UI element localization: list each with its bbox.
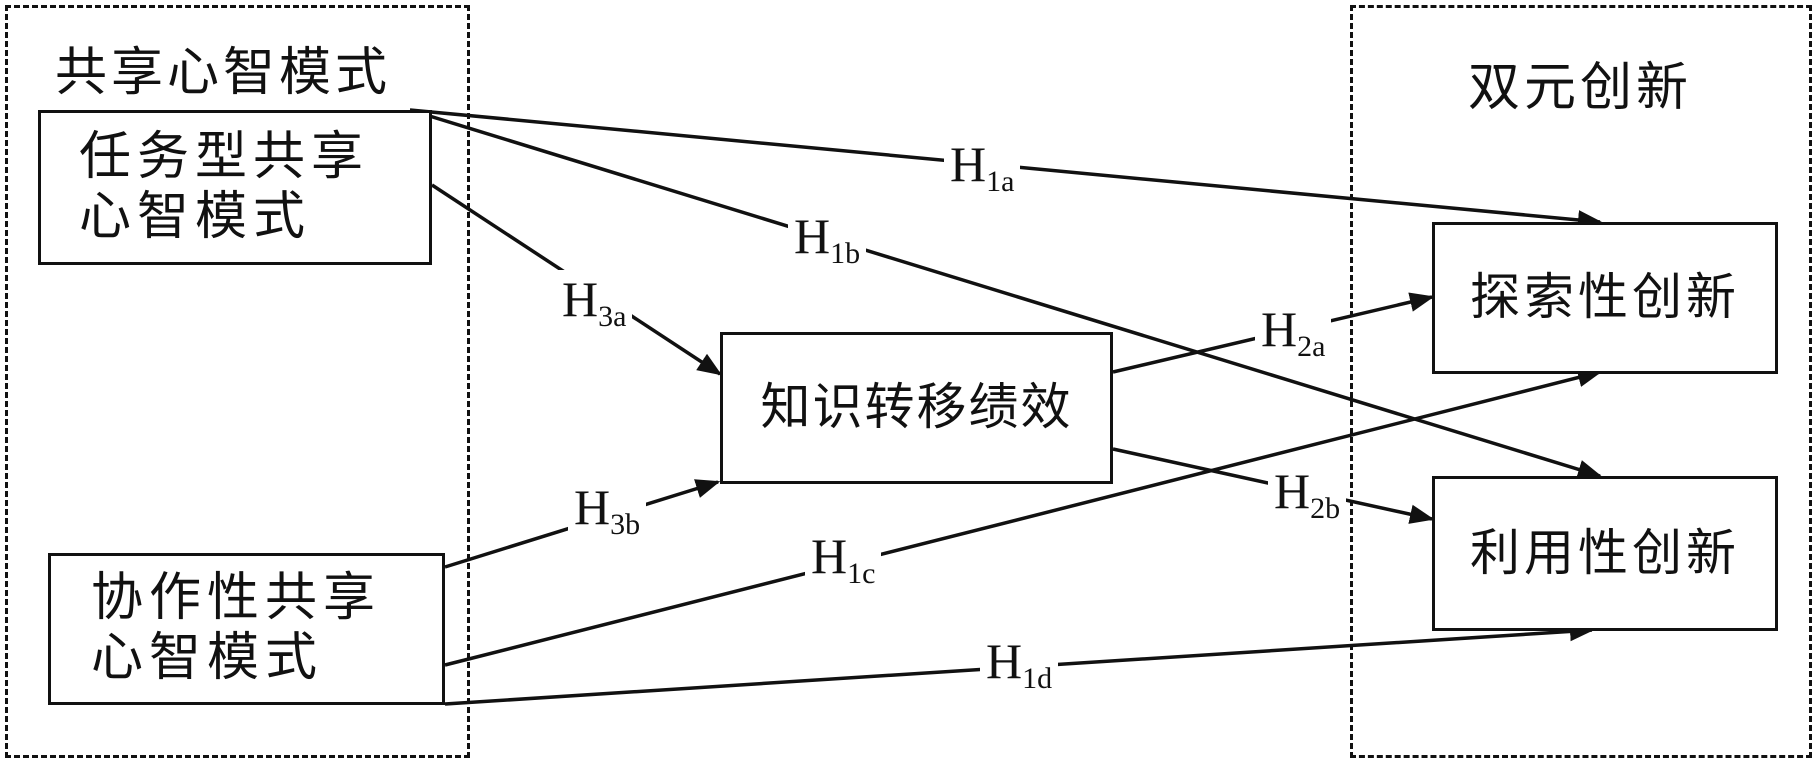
ambidextrous-innovation-group xyxy=(1350,5,1812,758)
edge-h1c xyxy=(444,367,1603,667)
node-kt-label: 知识转移绩效 xyxy=(760,378,1073,437)
label-h1b: H1b xyxy=(788,207,867,271)
label-h1a: H1a xyxy=(944,135,1021,199)
node-task-shared-mental-model: 任务型共享 心智模式 xyxy=(38,110,432,265)
label-h3a: H3a xyxy=(556,270,633,334)
node-exploit-label: 利用性创新 xyxy=(1470,523,1740,582)
node-explore-label: 探索性创新 xyxy=(1470,268,1740,327)
node-exploitative-innovation: 利用性创新 xyxy=(1432,476,1778,631)
right-group-title: 双元创新 xyxy=(1468,58,1693,118)
shared-mental-model-group xyxy=(5,5,470,758)
label-h2b: H2b xyxy=(1268,462,1347,526)
node-knowledge-transfer-performance: 知识转移绩效 xyxy=(720,332,1113,484)
node-exploratory-innovation: 探索性创新 xyxy=(1432,222,1778,374)
label-h3b: H3b xyxy=(568,478,647,542)
label-h1c: H1c xyxy=(805,527,882,591)
edge-h1b xyxy=(409,108,1603,479)
label-h1d: H1d xyxy=(980,632,1059,696)
left-group-title: 共享心智模式 xyxy=(55,43,392,103)
node-collab-label: 协作性共享 心智模式 xyxy=(91,568,382,688)
node-collab-shared-mental-model: 协作性共享 心智模式 xyxy=(48,553,445,705)
label-h2a: H2a xyxy=(1255,300,1332,364)
node-task-label: 任务型共享 心智模式 xyxy=(79,126,370,247)
